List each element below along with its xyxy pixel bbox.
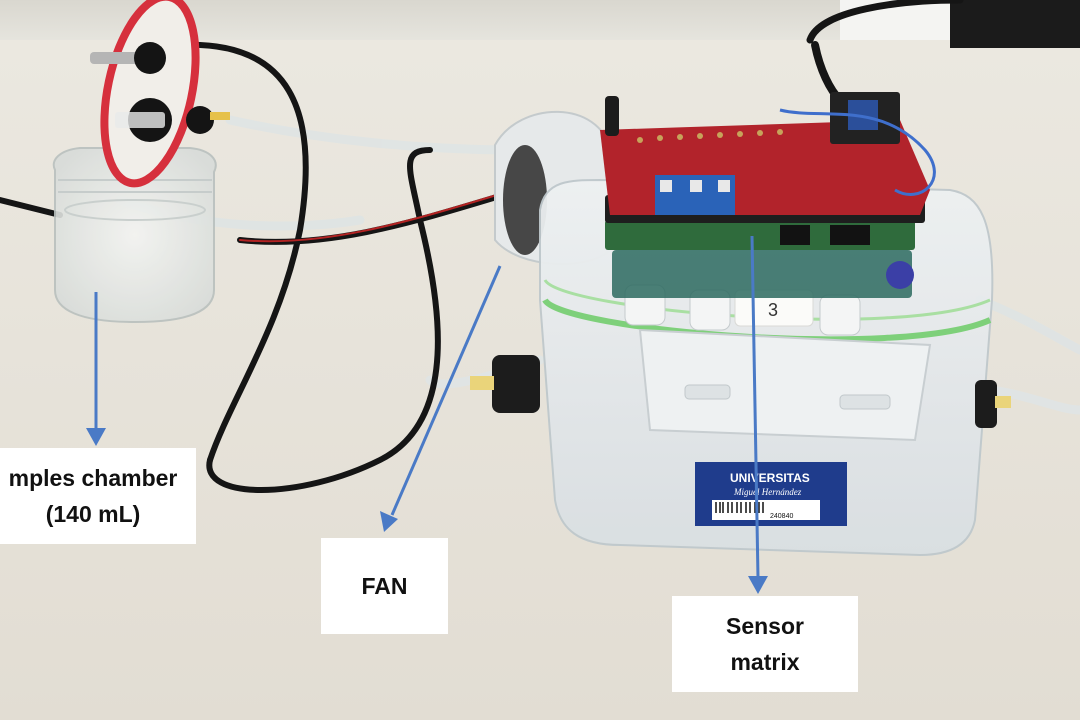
fan-label: FAN: [321, 538, 448, 634]
fan-arrow: [390, 265, 502, 516]
sensor-arrow: [750, 235, 760, 579]
samples-chamber-jar: [52, 147, 217, 324]
sensor-arrow-head: [748, 576, 768, 594]
samples-chamber-label: mples chamber (140 mL): [0, 448, 196, 544]
badge-subtitle: Miguel Hernández: [733, 487, 802, 497]
callout-arrows: [86, 235, 768, 594]
jar-lid: [90, 0, 230, 188]
fan-arrow-head: [380, 511, 398, 532]
chamber-arrow-head: [86, 428, 106, 446]
badge-institution: UNIVERSITAS: [730, 471, 810, 485]
university-badge: UNIVERSITAS Miguel Hernández 240840: [695, 462, 847, 526]
barcode: [715, 502, 764, 513]
barcode-number: 240840: [770, 513, 793, 520]
sensor-matrix-label: Sensor matrix: [672, 596, 858, 692]
sticker-number: 3: [768, 300, 778, 320]
monitor-corner: [950, 0, 1080, 48]
sensor-electronics: [600, 92, 936, 298]
